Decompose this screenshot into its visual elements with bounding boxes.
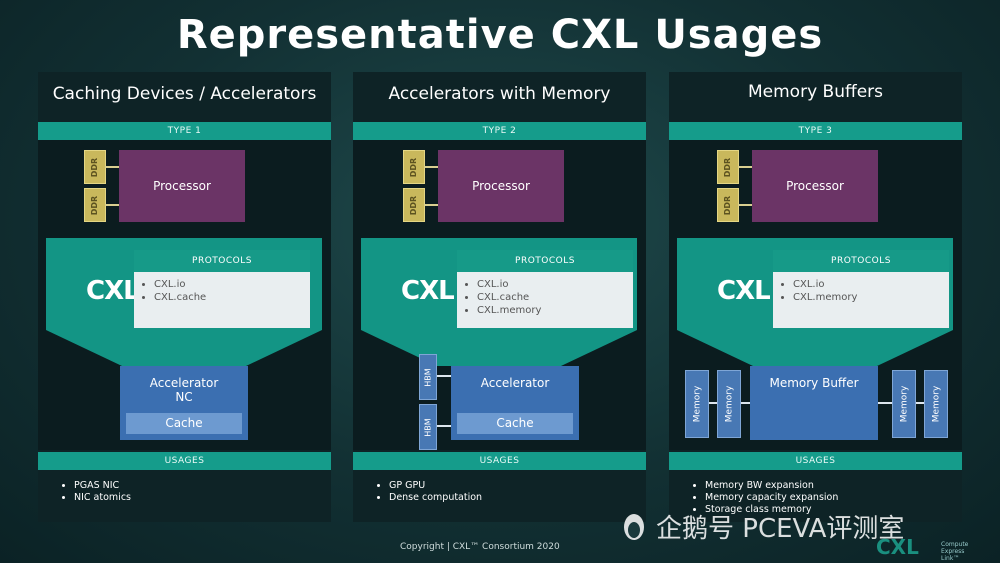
protocol-item: CXL.memory <box>793 291 949 304</box>
protocols-box: PROTOCOLS CXL.io CXL.cache <box>134 250 310 328</box>
penguin-icon <box>624 513 644 540</box>
protocol-item: CXL.memory <box>477 304 633 317</box>
protocol-item: CXL.cache <box>477 291 633 304</box>
panel-title: Memory Buffers <box>748 82 883 102</box>
panel-type1: Caching Devices / Accelerators TYPE 1 DD… <box>38 72 331 522</box>
hbm-chip: HBM <box>419 404 437 450</box>
cache-block: Cache <box>126 413 242 434</box>
usage-item: Memory capacity expansion <box>705 492 838 504</box>
memory-chip: Memory <box>717 370 741 438</box>
memory-chip: Memory <box>685 370 709 438</box>
processor-block: Processor <box>438 150 564 222</box>
usages-bar: USAGES <box>38 452 331 470</box>
memory-chip: Memory <box>892 370 916 438</box>
protocols-header: PROTOCOLS <box>134 250 310 272</box>
type-bar: TYPE 1 <box>38 122 331 140</box>
cxl-brand-subtitle: Compute Express Link™ <box>941 541 969 562</box>
processor-block: Processor <box>119 150 245 222</box>
protocols-box: PROTOCOLS CXL.io CXL.memory <box>773 250 949 328</box>
protocols-header: PROTOCOLS <box>457 250 633 272</box>
device-label: Accelerator <box>480 376 550 390</box>
ddr-chip: DDR <box>84 188 106 222</box>
cxl-logo: CXL <box>86 276 140 306</box>
page-title: Representative CXL Usages <box>176 12 824 58</box>
memory-buffer-block: Memory Buffer <box>750 366 878 440</box>
protocol-item: CXL.io <box>477 278 633 291</box>
ddr-chip: DDR <box>84 150 106 184</box>
usages-bar: USAGES <box>669 452 962 470</box>
panel-title: Accelerators with Memory <box>388 84 611 104</box>
cxl-logo: CXL <box>401 276 455 306</box>
diagram-area: DDR DDR Processor CXL PROTOCOLS CXL.io C… <box>669 140 962 450</box>
usage-item: Memory BW expansion <box>705 480 838 492</box>
protocol-item: CXL.cache <box>154 291 310 304</box>
watermark-text: 企鹅号 PCEVA评测室 <box>656 514 905 544</box>
protocols-header: PROTOCOLS <box>773 250 949 272</box>
device-sublabel: NC <box>175 390 193 404</box>
diagram-area: DDR DDR Processor CXL PROTOCOLS CXL.io C… <box>38 140 331 450</box>
memory-chip: Memory <box>924 370 948 438</box>
usages-list: PGAS NIC NIC atomics <box>56 480 131 504</box>
panel-type3: Memory Buffers TYPE 3 DDR DDR Processor … <box>669 72 962 522</box>
hbm-chip: HBM <box>419 354 437 400</box>
usages-list: Memory BW expansion Memory capacity expa… <box>687 480 838 516</box>
usage-item: PGAS NIC <box>74 480 131 492</box>
usages-list: GP GPU Dense computation <box>371 480 482 504</box>
panel-title: Caching Devices / Accelerators <box>52 84 317 104</box>
usage-item: Dense computation <box>389 492 482 504</box>
ddr-chip: DDR <box>403 188 425 222</box>
device-label: Accelerator <box>149 376 219 390</box>
usage-item: GP GPU <box>389 480 482 492</box>
type-bar: TYPE 3 <box>669 122 962 140</box>
copyright-footer: Copyright | CXL™ Consortium 2020 <box>400 542 560 552</box>
device-label: Memory Buffer <box>769 376 859 390</box>
usage-item: NIC atomics <box>74 492 131 504</box>
protocols-box: PROTOCOLS CXL.io CXL.cache CXL.memory <box>457 250 633 328</box>
watermark: 企鹅号 PCEVA评测室 <box>620 508 904 545</box>
usages-bar: USAGES <box>353 452 646 470</box>
type-bar: TYPE 2 <box>353 122 646 140</box>
cxl-brand-logo: CXL <box>876 535 919 559</box>
ddr-chip: DDR <box>717 150 739 184</box>
cache-block: Cache <box>457 413 573 434</box>
cxl-logo: CXL <box>717 276 771 306</box>
protocol-item: CXL.io <box>154 278 310 291</box>
diagram-area: DDR DDR Processor CXL PROTOCOLS CXL.io C… <box>353 140 646 450</box>
ddr-chip: DDR <box>403 150 425 184</box>
processor-block: Processor <box>752 150 878 222</box>
panel-type2: Accelerators with Memory TYPE 2 DDR DDR … <box>353 72 646 522</box>
usage-item: Storage class memory <box>705 504 838 516</box>
protocol-item: CXL.io <box>793 278 949 291</box>
ddr-chip: DDR <box>717 188 739 222</box>
